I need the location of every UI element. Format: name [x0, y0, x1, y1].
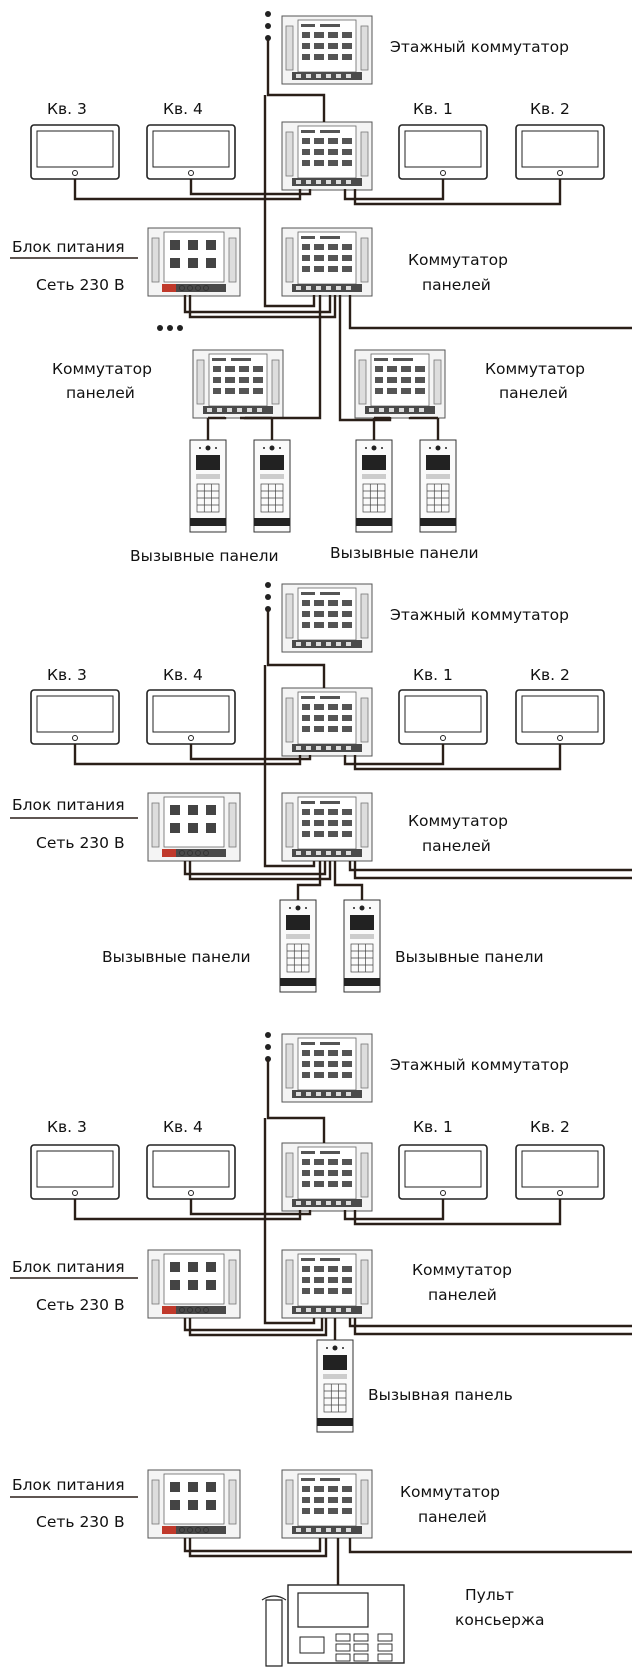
power-supply-unit: [147, 1249, 241, 1319]
apt3-monitor: [30, 124, 120, 180]
panel-switch-label-1: Коммутатор: [408, 251, 508, 269]
call-panel: [316, 1339, 354, 1433]
floor-switch-module: [281, 121, 373, 191]
call-panels-label: Вызывные панели: [330, 544, 479, 562]
apt3-monitor: [30, 1144, 120, 1200]
panel-switch-module: [192, 349, 284, 419]
apt1-label: Кв. 1: [413, 100, 453, 118]
panel-switch-label-2: панелей: [422, 837, 491, 855]
call-panel-label: Вызывная панель: [368, 1386, 513, 1404]
apt1-label: Кв. 1: [413, 1118, 453, 1136]
panel-switch-label-1: Коммутатор: [400, 1483, 500, 1501]
panel-switch-module: [354, 349, 446, 419]
apt4-monitor: [146, 124, 236, 180]
floor-switch-module: [281, 687, 373, 757]
apt4-monitor: [146, 689, 236, 745]
concierge-label-1: Пульт: [465, 1586, 514, 1604]
panel-switch-module: [281, 1469, 373, 1539]
power-unit-label: Блок питания: [12, 796, 125, 814]
apt1-monitor: [398, 1144, 488, 1200]
terminal-dots: [265, 1032, 271, 1062]
section-2: Этажный коммутатор Кв. 3 Кв. 4 Кв. 1 Кв.…: [10, 582, 632, 993]
mains-label: Сеть 230 В: [36, 276, 125, 294]
panel-switch-module: [281, 1249, 373, 1319]
mains-label: Сеть 230 В: [36, 834, 125, 852]
concierge-label-2: консьержа: [455, 1611, 544, 1629]
apt1-monitor: [398, 689, 488, 745]
power-unit-label: Блок питания: [12, 1258, 125, 1276]
wiring: [73, 1059, 632, 1340]
call-panel: [279, 899, 317, 993]
call-panel: [253, 439, 291, 533]
apt2-label: Кв. 2: [530, 100, 570, 118]
floor-switch-label: Этажный коммутатор: [390, 1056, 569, 1074]
terminal-dots: [265, 582, 271, 612]
panel-switch-label-2: панелей: [66, 384, 135, 402]
wiring: [73, 609, 632, 900]
panel-switch-label-2: панелей: [422, 276, 491, 294]
panel-switch-label-1: Коммутатор: [485, 360, 585, 378]
call-panel: [355, 439, 393, 533]
panel-switch-label-2: панелей: [418, 1508, 487, 1526]
panel-switch-label-2: панелей: [499, 384, 568, 402]
mains-label: Сеть 230 В: [36, 1296, 125, 1314]
apt4-label: Кв. 4: [163, 100, 203, 118]
panel-switch-module: [281, 792, 373, 862]
section-4: Блок питания Сеть 230 В Коммутатор панел…: [10, 1469, 632, 1667]
call-panels-label: Вызывные панели: [102, 948, 251, 966]
apt2-label: Кв. 2: [530, 666, 570, 684]
call-panel: [189, 439, 227, 533]
apt4-label: Кв. 4: [163, 666, 203, 684]
terminal-dots: [265, 11, 271, 41]
apt1-label: Кв. 1: [413, 666, 453, 684]
wiring: [73, 40, 632, 440]
apt2-monitor: [515, 1144, 605, 1200]
power-supply-unit: [147, 792, 241, 862]
panel-switch-label-1: Коммутатор: [52, 360, 152, 378]
panel-switch-label-1: Коммутатор: [412, 1261, 512, 1279]
apt3-label: Кв. 3: [47, 1118, 87, 1136]
floor-switch-label: Этажный коммутатор: [390, 38, 569, 56]
section-3: Этажный коммутатор Кв. 3 Кв. 4 Кв. 1 Кв.…: [10, 1032, 632, 1433]
panel-switch-module: [281, 227, 373, 297]
wiring: [183, 1538, 632, 1585]
power-unit-label: Блок питания: [12, 238, 125, 256]
floor-switch-label: Этажный коммутатор: [390, 606, 569, 624]
floor-switch-module: [281, 583, 373, 653]
apt4-label: Кв. 4: [163, 1118, 203, 1136]
apt1-monitor: [398, 124, 488, 180]
panel-switch-label-1: Коммутатор: [408, 812, 508, 830]
apt4-monitor: [146, 1144, 236, 1200]
call-panel: [419, 439, 457, 533]
power-supply-unit: [147, 227, 241, 297]
power-supply-unit: [147, 1469, 241, 1539]
section-1: Этажный коммутатор Кв. 3 Кв. 4 Кв. 1 Кв.…: [10, 11, 632, 565]
apt3-label: Кв. 3: [47, 100, 87, 118]
floor-switch-module: [281, 1033, 373, 1103]
call-panels-label: Вызывные панели: [395, 948, 544, 966]
panel-switch-label-2: панелей: [428, 1286, 497, 1304]
mains-label: Сеть 230 В: [36, 1513, 125, 1531]
apt3-monitor: [30, 689, 120, 745]
apt2-label: Кв. 2: [530, 1118, 570, 1136]
floor-switch-module: [281, 15, 373, 85]
concierge-console: [261, 1584, 405, 1667]
apt3-label: Кв. 3: [47, 666, 87, 684]
call-panel: [343, 899, 381, 993]
apt2-monitor: [515, 689, 605, 745]
apt2-monitor: [515, 124, 605, 180]
call-panels-label: Вызывные панели: [130, 547, 279, 565]
floor-switch-module: [281, 1142, 373, 1212]
power-unit-label: Блок питания: [12, 1476, 125, 1494]
